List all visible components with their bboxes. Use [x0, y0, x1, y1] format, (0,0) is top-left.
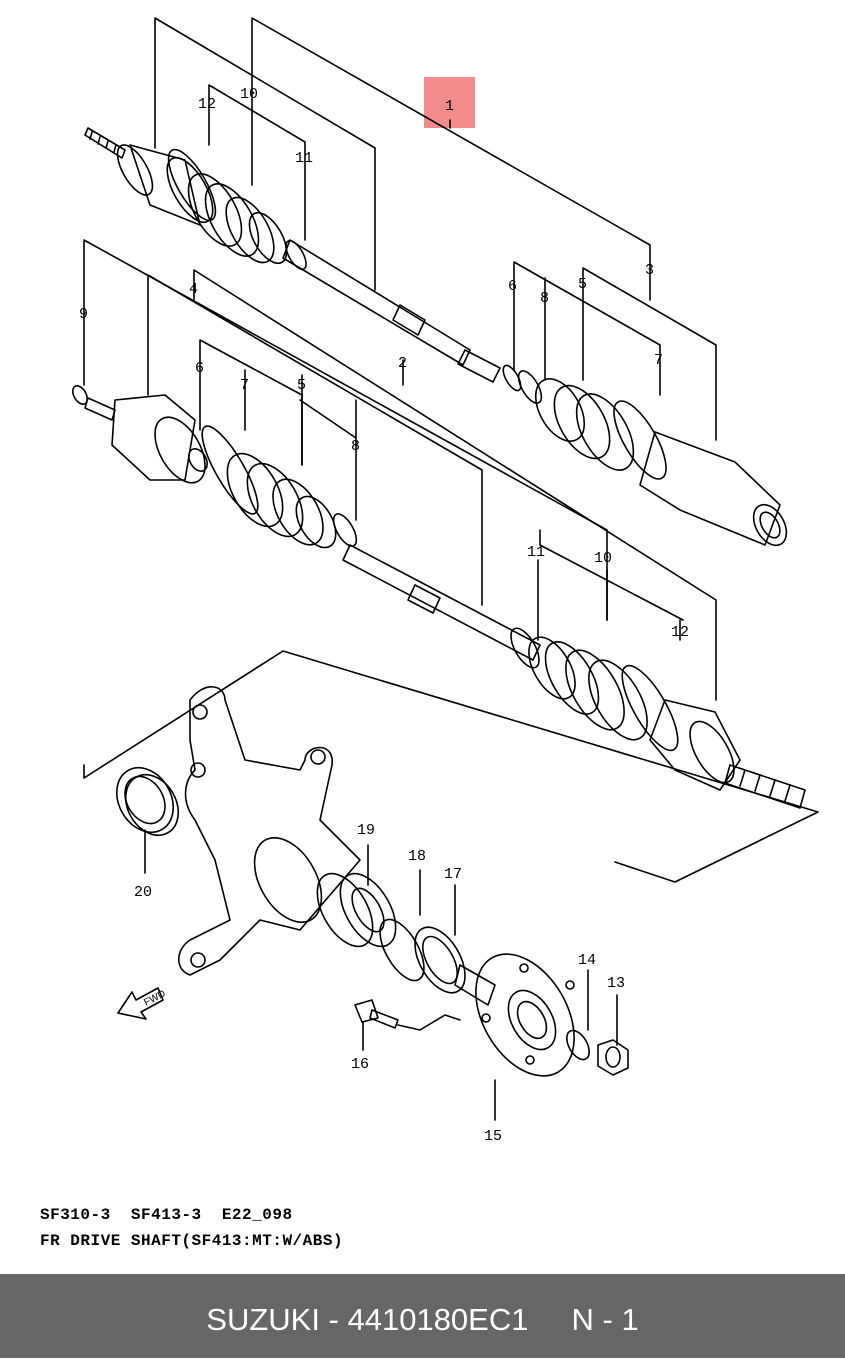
lower-shaft-brackets: [83, 239, 717, 701]
callout-8-lower: 8: [351, 438, 360, 455]
hub-bolt-16: [354, 999, 461, 1051]
callout-20: 20: [134, 884, 152, 901]
callout-4: 4: [189, 281, 198, 298]
wheel-hub-15: [454, 953, 575, 1077]
lower-drive-shaft: [71, 385, 806, 809]
callout-18: 18: [408, 848, 426, 865]
callout-12-upper: 12: [198, 96, 216, 113]
callout-14: 14: [578, 952, 596, 969]
seal-17: [414, 926, 466, 994]
bearing-19: [316, 872, 397, 948]
callout-10-lower: 10: [594, 550, 612, 567]
callout-1: 1: [445, 98, 454, 115]
callout-8-upper: 8: [540, 290, 549, 307]
diagram-title-caption: FR DRIVE SHAFT(SF413:MT:W/ABS): [40, 1232, 344, 1250]
upper-shaft-brackets: [154, 17, 717, 441]
callout-13: 13: [607, 975, 625, 992]
part-number-label: SUZUKI - 4410180EC1 N - 1: [206, 1302, 639, 1337]
callout-2: 2: [398, 355, 407, 372]
callout-16: 16: [351, 1056, 369, 1073]
steering-knuckle: [177, 686, 361, 976]
footer-bar: SUZUKI - 4410180EC1 N - 1: [0, 1274, 845, 1358]
fwd-label: FWD: [142, 988, 167, 1008]
knuckle-frame: [83, 650, 819, 883]
callout-9: 9: [79, 306, 88, 323]
callout-19: 19: [357, 822, 375, 839]
callout-6-lower: 6: [195, 360, 204, 377]
diagram-code-caption: SF310-3 SF413-3 E22_098: [40, 1206, 293, 1224]
callout-6-upper: 6: [508, 278, 517, 295]
callout-15: 15: [484, 1128, 502, 1145]
callout-5-upper: 5: [578, 276, 587, 293]
callout-11-upper: 11: [295, 150, 313, 167]
callout-5-lower: 5: [297, 377, 306, 394]
forward-arrow-icon: FWD: [117, 987, 168, 1020]
callout-11-lower: 11: [527, 544, 545, 561]
oil-seal-20: [115, 767, 180, 836]
nut-13: [597, 1039, 629, 1076]
callout-10-upper: 10: [240, 86, 258, 103]
callout-7-lower: 7: [240, 377, 249, 394]
callout-17: 17: [444, 866, 462, 883]
upper-drive-shaft: [84, 127, 788, 547]
callout-3: 3: [645, 262, 654, 279]
washer-14: [566, 1029, 590, 1061]
callout-labels: 1 10 12 11 3 6 8 5 7 4 9 2 6 7 5 8 11 10…: [79, 86, 689, 1145]
callout-7-upper: 7: [654, 352, 663, 369]
drive-shaft-exploded-diagram: FWD 1 10 12 11 3 6 8 5 7 4 9 2 6 7 5 8 1…: [71, 17, 819, 1145]
callout-12-lower: 12: [671, 624, 689, 641]
